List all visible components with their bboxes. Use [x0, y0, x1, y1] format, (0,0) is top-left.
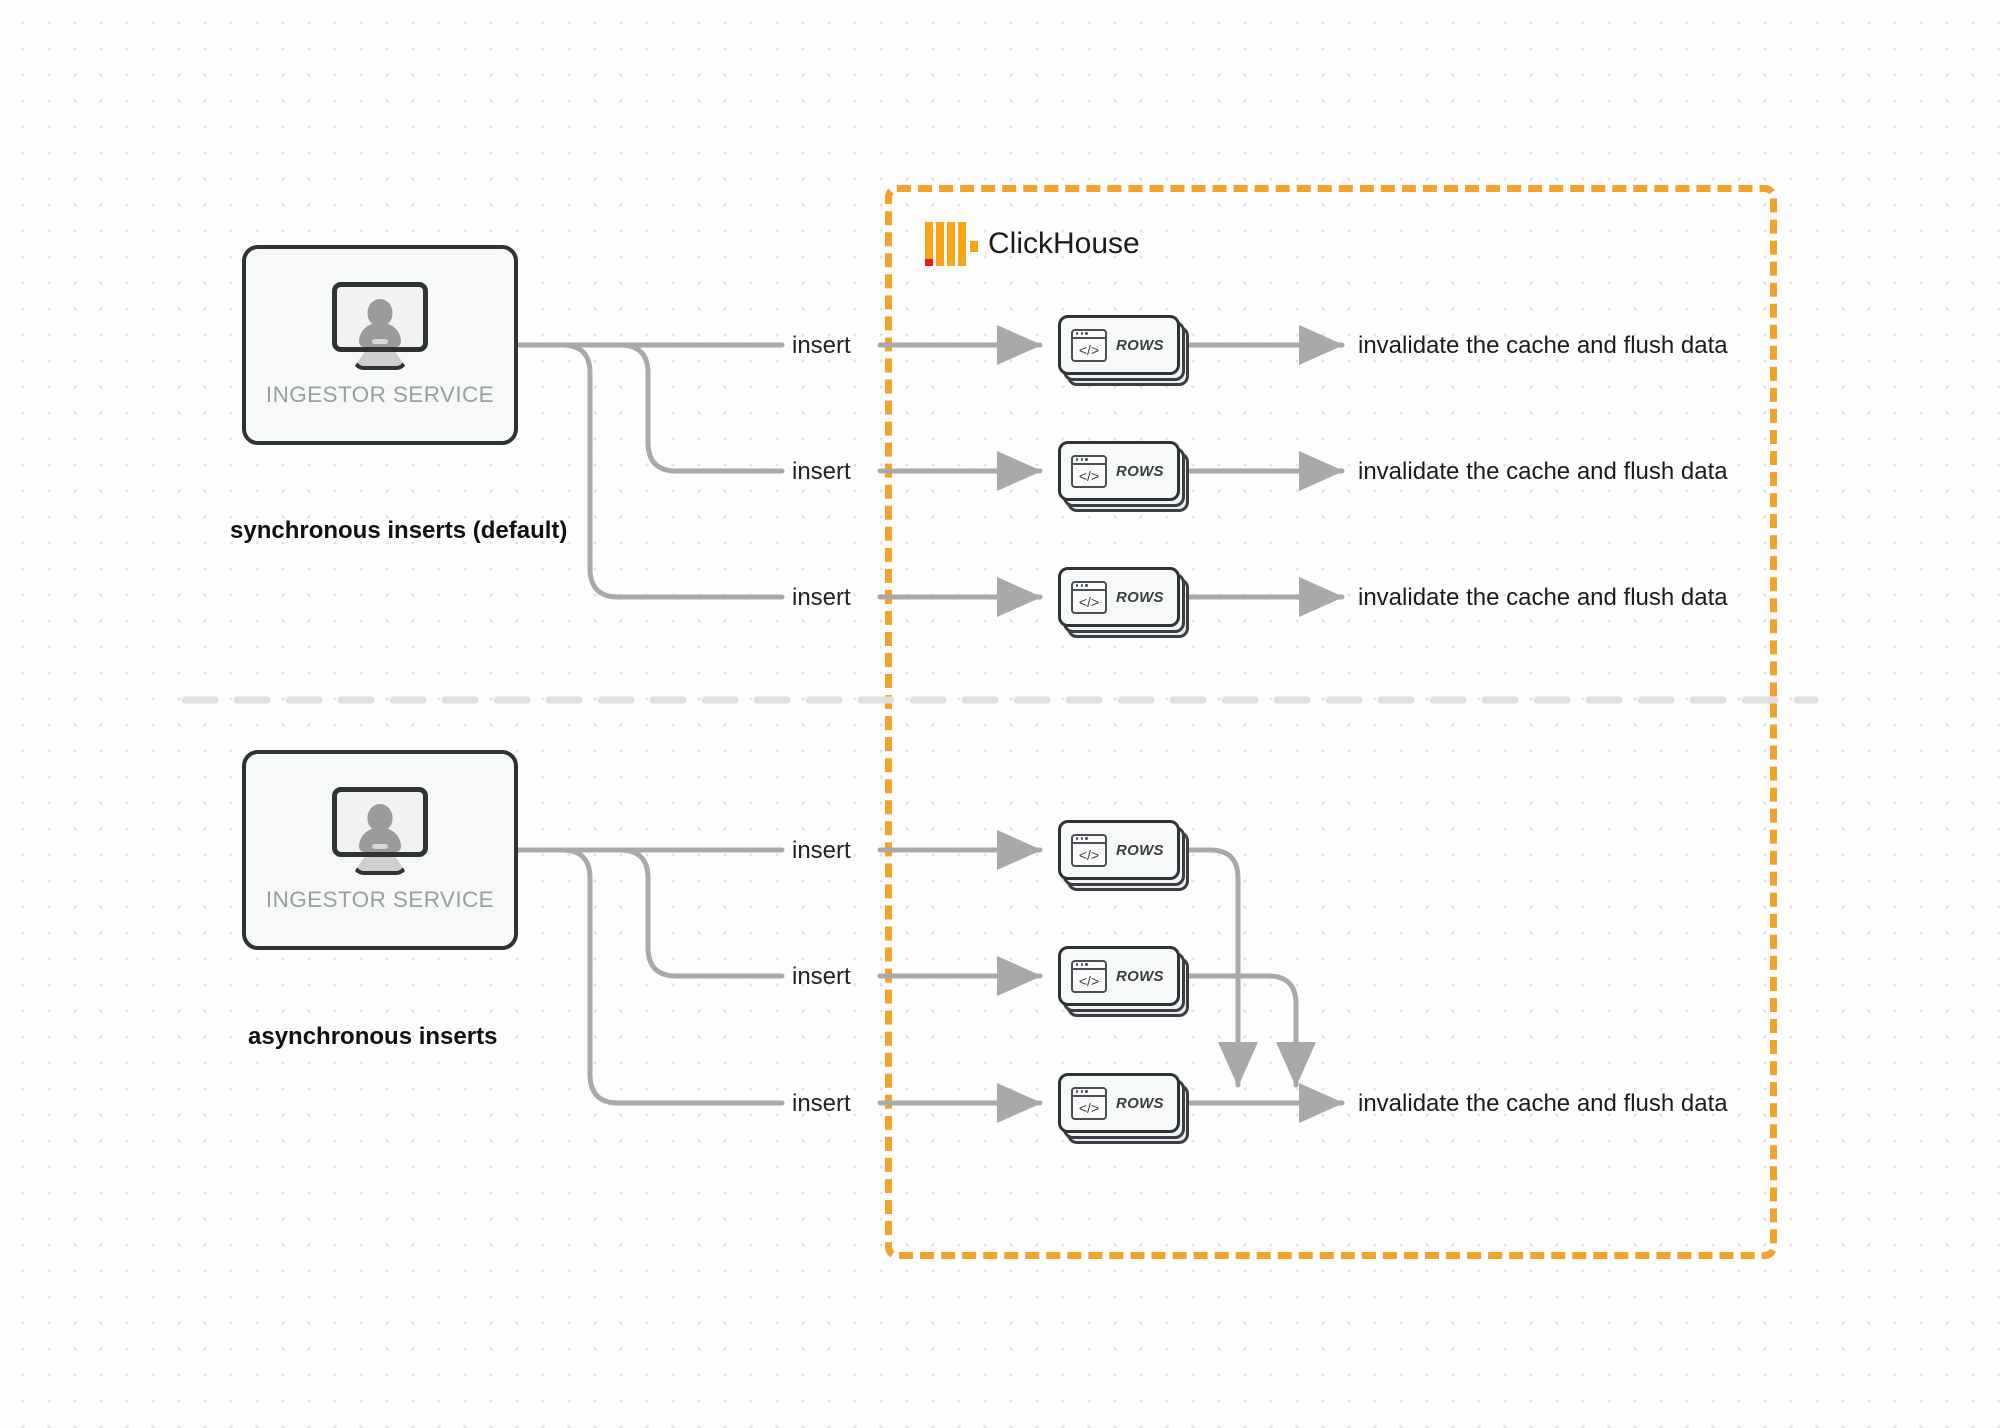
- insert-label-async-1: insert: [792, 837, 851, 864]
- monitor-user-icon: [332, 787, 428, 875]
- clickhouse-region: [885, 185, 1777, 1259]
- code-window-icon: </>: [1071, 959, 1107, 993]
- rows-card-sync-2[interactable]: </> ROWS: [1058, 441, 1189, 512]
- code-window-icon: </>: [1071, 833, 1107, 867]
- insert-label-sync-1: insert: [792, 332, 851, 359]
- flush-label-sync-2: invalidate the cache and flush data: [1358, 458, 1728, 485]
- insert-label-async-3: insert: [792, 1090, 851, 1117]
- monitor-user-icon: [332, 282, 428, 370]
- clickhouse-logo-icon: [925, 222, 978, 266]
- ingestor-service-label-async: INGESTOR SERVICE: [265, 887, 495, 912]
- ingestor-service-label-sync: INGESTOR SERVICE: [265, 382, 495, 407]
- ingestor-service-box-sync[interactable]: INGESTOR SERVICE: [242, 245, 518, 445]
- rows-card-async-1[interactable]: </> ROWS: [1058, 820, 1189, 891]
- mode-label-async: asynchronous inserts: [248, 1023, 498, 1050]
- clickhouse-title: ClickHouse: [988, 227, 1140, 260]
- flush-label-async-merged: invalidate the cache and flush data: [1358, 1090, 1728, 1117]
- rows-card-async-3[interactable]: </> ROWS: [1058, 1073, 1189, 1144]
- code-window-icon: </>: [1071, 1086, 1107, 1120]
- code-window-icon: </>: [1071, 454, 1107, 488]
- rows-card-label: ROWS: [1116, 588, 1164, 606]
- rows-card-label: ROWS: [1116, 1094, 1164, 1112]
- rows-card-label: ROWS: [1116, 841, 1164, 859]
- code-window-icon: </>: [1071, 328, 1107, 362]
- rows-card-label: ROWS: [1116, 336, 1164, 354]
- rows-card-label: ROWS: [1116, 967, 1164, 985]
- insert-label-sync-3: insert: [792, 584, 851, 611]
- flush-label-sync-3: invalidate the cache and flush data: [1358, 584, 1728, 611]
- clickhouse-brand: ClickHouse: [925, 222, 1140, 266]
- insert-label-async-2: insert: [792, 963, 851, 990]
- ingestor-service-box-async[interactable]: INGESTOR SERVICE: [242, 750, 518, 950]
- rows-card-sync-3[interactable]: </> ROWS: [1058, 567, 1189, 638]
- code-window-icon: </>: [1071, 580, 1107, 614]
- mode-label-sync: synchronous inserts (default): [230, 517, 568, 544]
- rows-card-label: ROWS: [1116, 462, 1164, 480]
- flush-label-sync-1: invalidate the cache and flush data: [1358, 332, 1728, 359]
- rows-card-sync-1[interactable]: </> ROWS: [1058, 315, 1189, 386]
- rows-card-async-2[interactable]: </> ROWS: [1058, 946, 1189, 1017]
- insert-label-sync-2: insert: [792, 458, 851, 485]
